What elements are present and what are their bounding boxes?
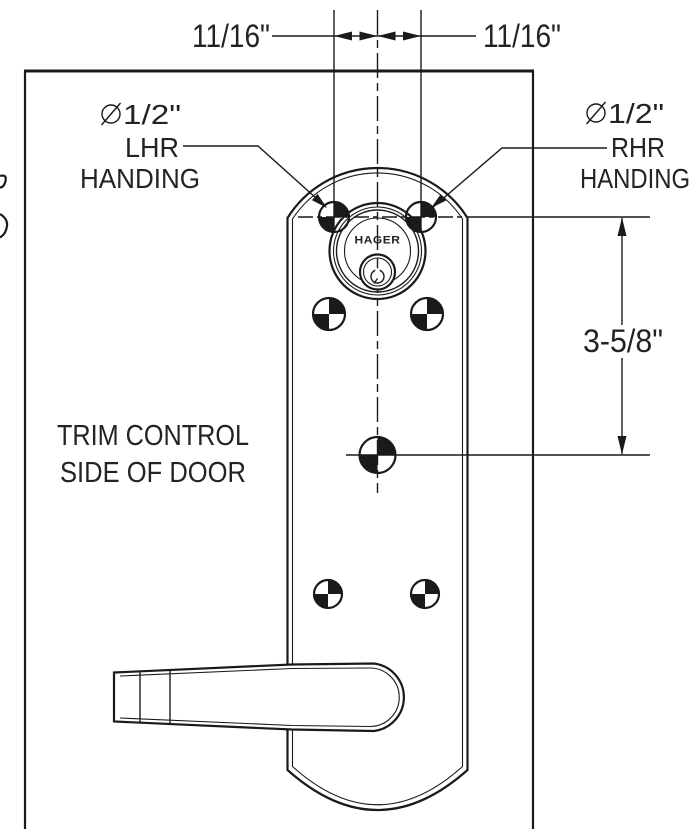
arrowhead-right-icon bbox=[403, 31, 421, 41]
rhr-callout: 1/2" RHR HANDING bbox=[431, 98, 690, 209]
note-line-2: SIDE OF DOOR bbox=[60, 457, 246, 489]
top-dimension: 11/16" 11/16" bbox=[192, 18, 561, 54]
vertical-dimension: 3-5/8" bbox=[346, 216, 663, 456]
arrowhead-up-icon bbox=[617, 217, 627, 236]
lhr-leader-line bbox=[183, 145, 327, 208]
left-edge-artifact bbox=[0, 174, 9, 239]
keyway-icon bbox=[370, 258, 385, 284]
vertical-dimension-text: 3-5/8" bbox=[583, 323, 663, 359]
drill-point-target bbox=[317, 200, 351, 234]
rhr-leader-line bbox=[431, 147, 607, 209]
drill-point-target bbox=[312, 578, 344, 610]
leader-arrowhead-icon bbox=[431, 194, 447, 208]
lhr-callout: 1/2" LHR HANDING bbox=[80, 99, 327, 208]
lhr-handing-word: HANDING bbox=[80, 163, 200, 194]
trim-control-note: TRIM CONTROL SIDE OF DOOR bbox=[57, 420, 249, 489]
keyhole-outer-circle bbox=[358, 253, 397, 291]
lhr-handing-text: LHR bbox=[125, 132, 179, 163]
arrowhead-left-icon bbox=[377, 31, 396, 41]
diameter-symbol-icon bbox=[100, 102, 122, 126]
drill-points bbox=[311, 200, 445, 610]
lever-inner-edge bbox=[119, 667, 400, 728]
leader-arrowhead-icon bbox=[311, 193, 327, 208]
cylinder-ring bbox=[332, 206, 423, 296]
lhr-diameter-text: 1/2" bbox=[123, 99, 181, 130]
drill-point-target bbox=[404, 200, 438, 234]
arrowhead-down-icon bbox=[617, 436, 627, 455]
rhr-handing-word: HANDING bbox=[580, 163, 690, 194]
arrowhead-right-icon bbox=[359, 31, 378, 41]
lever-body bbox=[112, 662, 405, 733]
rhr-handing-text: RHR bbox=[611, 132, 665, 163]
diameter-symbol-icon bbox=[585, 101, 607, 125]
top-right-dimension-text: 11/16" bbox=[483, 18, 561, 54]
drill-point-target bbox=[311, 296, 347, 332]
lever-handle bbox=[112, 662, 405, 733]
door-outline bbox=[23, 69, 535, 829]
cylinder-brand-text: HAGER bbox=[355, 235, 401, 247]
top-left-dimension-text: 11/16" bbox=[192, 18, 270, 54]
mortise-cylinder: HAGER bbox=[328, 201, 427, 301]
drill-point-target bbox=[409, 578, 441, 610]
rhr-diameter-text: 1/2" bbox=[608, 98, 664, 129]
drill-point-target bbox=[409, 296, 445, 332]
cylinder-outer-ring bbox=[328, 201, 427, 301]
arrowhead-left-icon bbox=[334, 31, 352, 41]
cylinder-ring bbox=[335, 209, 420, 293]
note-line-1: TRIM CONTROL bbox=[57, 420, 249, 452]
